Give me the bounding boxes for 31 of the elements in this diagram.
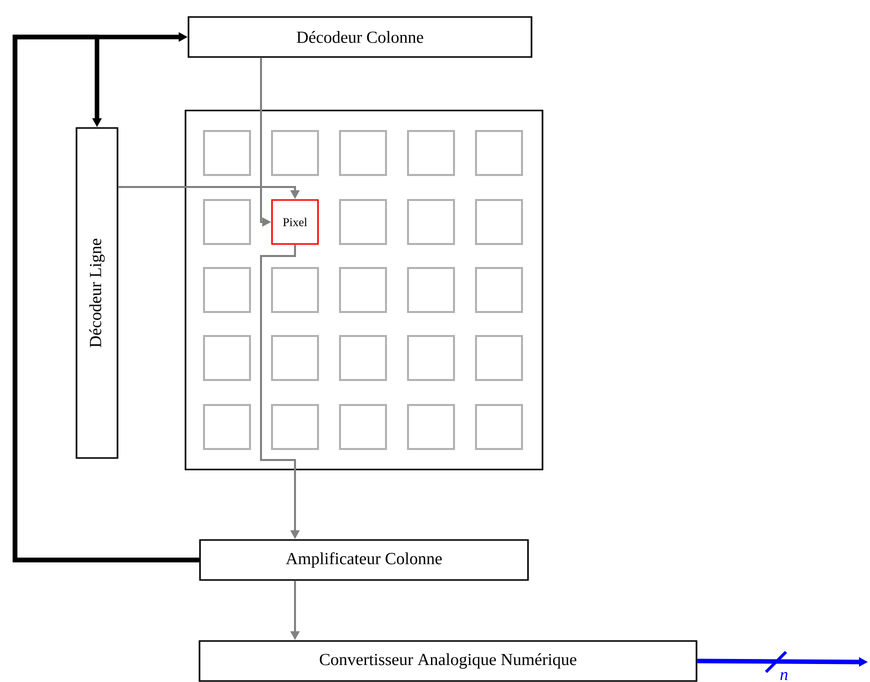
- pixel-cell: [203, 404, 251, 450]
- pixel-cell: [475, 199, 523, 245]
- pixel-cell: [407, 199, 455, 245]
- decoder-box: Décodeur Ligne: [76, 127, 118, 459]
- pixel-cell: [339, 130, 387, 176]
- pixel-cell: [475, 335, 523, 381]
- pixel-cell: [407, 130, 455, 176]
- pixel-cell: [339, 267, 387, 313]
- pixel-cell: [203, 335, 251, 381]
- block-box: Amplificateur Colonne: [199, 539, 529, 581]
- pixel-cell: [407, 404, 455, 450]
- edge-label: n: [780, 672, 788, 680]
- pixel-cell: [203, 199, 251, 245]
- pixel-array: [184, 110, 544, 470]
- pixel-cell: [271, 130, 319, 176]
- block-box: Décodeur Colonne: [188, 16, 532, 58]
- pixel-cell: [407, 267, 455, 313]
- pixel-cell: [475, 267, 523, 313]
- pixel-cell: [271, 267, 319, 313]
- pixel-cell: [339, 335, 387, 381]
- pixel-cell: [339, 199, 387, 245]
- block-box: Convertisseur Analogique Numérique: [198, 640, 698, 682]
- pixel-cell: [407, 335, 455, 381]
- pixel-cell: [475, 404, 523, 450]
- pixel-cell: [339, 404, 387, 450]
- pixel-cell: [203, 267, 251, 313]
- pixel-cell: [475, 130, 523, 176]
- pixel-cell: [203, 130, 251, 176]
- pixel-cell: [271, 404, 319, 450]
- pixel-cell: [271, 335, 319, 381]
- pixel-box: Pixel: [271, 199, 319, 245]
